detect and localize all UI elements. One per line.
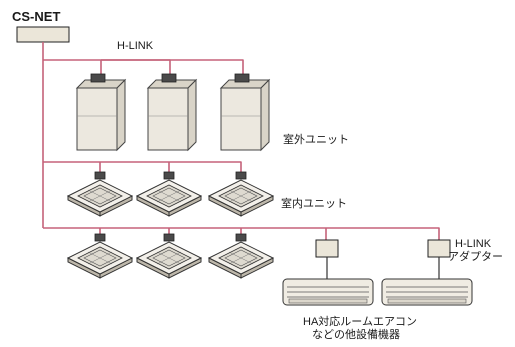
room-ac-2 <box>381 278 473 306</box>
hlink-adapter-1 <box>315 239 339 258</box>
indoor-unit-3 <box>208 171 274 217</box>
adapter-label-line2: アダプター <box>448 249 503 263</box>
csnet-label: CS-NET <box>12 9 60 24</box>
outdoor-unit-1 <box>76 73 126 151</box>
room-ac-1 <box>282 278 374 306</box>
indoor-unit-1 <box>67 171 133 217</box>
room-ac-label-line2: などの他設備機器 <box>312 327 400 341</box>
outdoor-unit-label: 室外ユニット <box>283 132 349 146</box>
outdoor-unit-3 <box>220 73 270 151</box>
hlink-label: H-LINK <box>117 40 154 52</box>
csnet-controller <box>16 26 70 43</box>
indoor-unit-4 <box>67 233 133 279</box>
indoor-unit-5 <box>136 233 202 279</box>
indoor-unit-label: 室内ユニット <box>281 196 347 210</box>
adapter-label-line1: H-LINK <box>455 238 492 250</box>
indoor-unit-6 <box>208 233 274 279</box>
hlink-adapter-2 <box>427 239 451 258</box>
room-ac-label-line1: HA対応ルームエアコン <box>303 314 417 328</box>
indoor-unit-2 <box>136 171 202 217</box>
outdoor-unit-2 <box>147 73 197 151</box>
hlink-wiring <box>42 42 440 240</box>
